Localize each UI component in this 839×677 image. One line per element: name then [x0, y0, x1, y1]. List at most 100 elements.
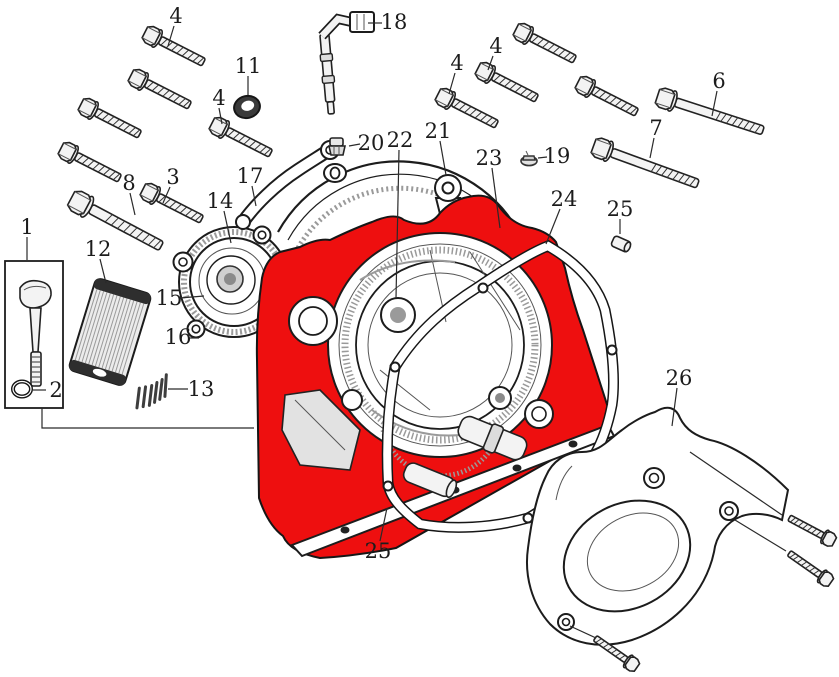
oil-filter-part12 [68, 278, 152, 386]
part-number-label-14: 14 [207, 189, 234, 213]
callout-4d: 4 [487, 34, 503, 71]
part-number-label-3: 3 [166, 165, 179, 189]
callout-14: 14 [207, 189, 234, 244]
callout-15: 15 [156, 286, 205, 310]
part-number-label-8: 8 [122, 171, 135, 195]
part-number-label-4a: 4 [169, 4, 182, 28]
oil-seal-part11 [233, 94, 261, 120]
callout-19: 19 [537, 144, 571, 168]
part-number-label-17: 17 [237, 164, 264, 188]
part-number-label-22: 22 [387, 128, 414, 152]
callout-22: 22 [387, 128, 414, 299]
lower-pocket [281, 389, 361, 471]
dowel-pin-part25 [610, 235, 632, 253]
part-number-label-4c: 4 [450, 51, 463, 75]
part-number-label-15: 15 [156, 286, 183, 310]
callout-leader-14 [223, 210, 232, 244]
clamp-part20 [328, 137, 346, 156]
callout-leader-20 [348, 143, 361, 147]
part-number-label-13: 13 [188, 377, 215, 401]
callout-leader-23 [491, 167, 501, 229]
part-number-label-1: 1 [20, 215, 33, 239]
callout-11: 11 [235, 54, 262, 95]
callout-2: 2 [33, 378, 63, 402]
callout-leader-22 [395, 149, 400, 299]
shaft-bosses [402, 386, 554, 499]
callout-20: 20 [348, 131, 385, 155]
part-number-label-21: 21 [425, 119, 452, 143]
o-ring-part2 [11, 379, 33, 399]
part-number-label-16: 16 [165, 325, 192, 349]
part-number-label-26: 26 [666, 366, 693, 390]
spring-part13 [135, 373, 168, 410]
callout-8: 8 [122, 171, 136, 216]
callout-3: 3 [162, 165, 180, 204]
callout-21: 21 [425, 119, 452, 176]
callout-leader-4b [218, 107, 223, 125]
bolt-part6 [653, 85, 768, 142]
callout-leader-25b [379, 507, 388, 542]
connector-cover-bolt-line-2 [734, 519, 787, 552]
callout-7: 7 [649, 116, 663, 159]
callout-leader-12 [99, 258, 107, 284]
callout-leader-6 [711, 90, 718, 117]
callout-4b: 4 [212, 86, 226, 125]
callout-leader-7 [649, 137, 655, 159]
callout-leader-4a [167, 25, 175, 47]
left-boss [288, 296, 338, 346]
callout-1: 1 [20, 215, 34, 260]
gasket-bolt-holes [382, 282, 618, 524]
connector-cover-bolt-line-1 [689, 451, 783, 516]
part-number-label-6: 6 [712, 69, 725, 93]
part-number-label-2: 2 [49, 378, 62, 402]
callout-leader-24 [545, 208, 561, 245]
part-number-label-19: 19 [544, 144, 571, 168]
dipstick-kit-box [4, 260, 64, 409]
side-cover-part26 [526, 406, 790, 646]
callout-leader-21 [439, 140, 447, 176]
callout-24: 24 [545, 187, 578, 245]
callout-16: 16 [165, 325, 199, 349]
callout-leader-26 [671, 387, 678, 427]
callout-leader-17 [251, 185, 257, 207]
callout-leader-4c [448, 72, 456, 95]
callout-6: 6 [711, 69, 726, 117]
part-number-label-4b: 4 [212, 86, 225, 110]
switch-assembly-part18 [318, 11, 375, 115]
part-number-label-11: 11 [235, 54, 262, 78]
mounting-ear-part21 [434, 174, 462, 219]
callout-23: 23 [476, 146, 502, 229]
callout-leader-19 [537, 156, 548, 159]
part-number-label-12: 12 [85, 237, 112, 261]
connector-box1-bracket [41, 408, 254, 429]
callout-12: 12 [85, 237, 112, 284]
callout-leader-15 [179, 295, 205, 299]
callout-13: 13 [168, 377, 214, 401]
part-number-label-24: 24 [551, 187, 578, 211]
callout-4c: 4 [448, 51, 464, 95]
connector-cover-bolt-line-3 [569, 625, 597, 639]
part-number-label-7: 7 [649, 116, 662, 140]
callout-25b: 25 [365, 507, 392, 563]
callout-26: 26 [666, 366, 693, 427]
part-number-label-20: 20 [358, 131, 385, 155]
crankcase-cover-highlighted [255, 194, 616, 560]
callout-18: 18 [368, 10, 407, 34]
nut-part19 [520, 150, 538, 167]
connector-lines [41, 408, 787, 639]
part-number-label-25a: 25 [607, 197, 634, 221]
part-number-label-25b: 25 [365, 539, 392, 563]
callout-leader-8 [129, 192, 136, 216]
bolt-part7 [589, 135, 703, 195]
part-number-label-18: 18 [381, 10, 408, 34]
callout-17: 17 [237, 164, 264, 207]
callout-25a: 25 [607, 197, 634, 234]
part-number-label-4d: 4 [489, 34, 502, 58]
callout-leader-4d [487, 55, 494, 71]
dipstick-part1 [19, 279, 52, 387]
callout-4a: 4 [167, 4, 183, 47]
callout-leader-3 [162, 186, 171, 204]
